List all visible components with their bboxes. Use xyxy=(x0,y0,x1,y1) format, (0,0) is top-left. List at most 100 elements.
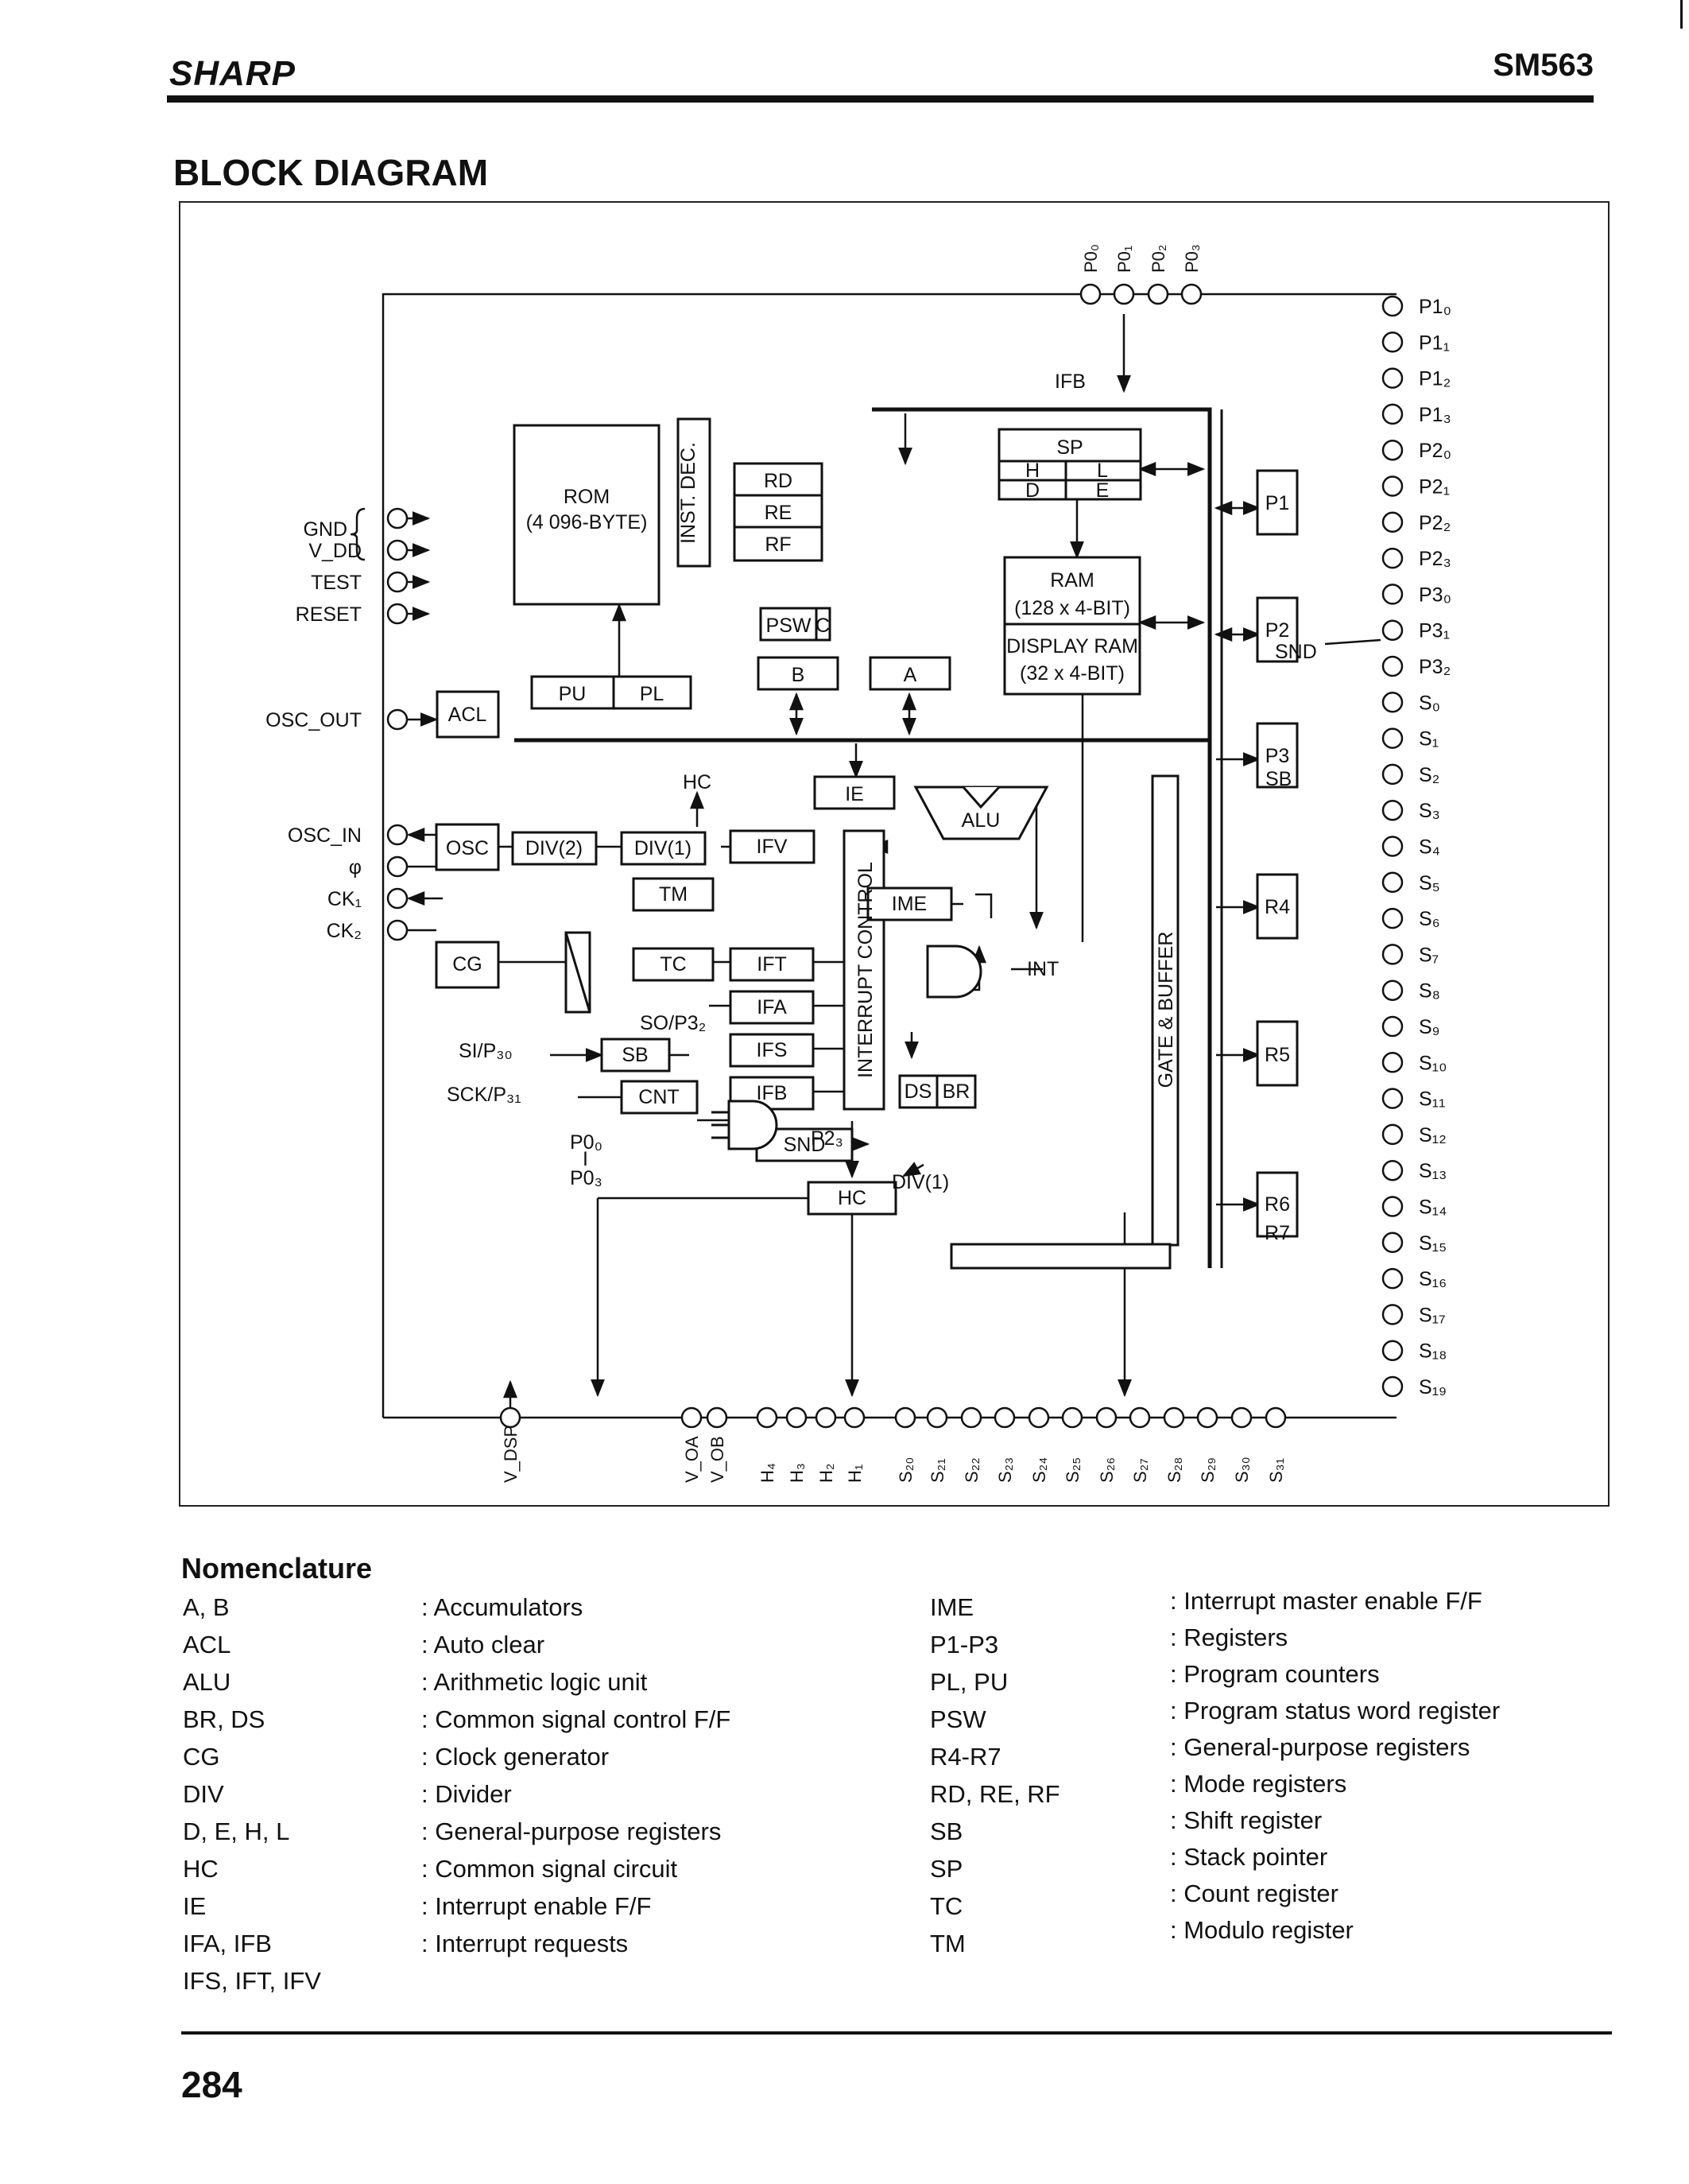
margin-mark xyxy=(1680,0,1683,29)
nomenclature-def: : Common signal control F/F xyxy=(421,1705,731,1733)
nomenclature-term: BR, DS xyxy=(183,1705,265,1733)
bottom-pin-label: V_OB xyxy=(707,1436,727,1483)
bottom-pin-label: S₂₉ xyxy=(1198,1457,1218,1483)
pin-terminal xyxy=(1381,944,1404,965)
h-label: H xyxy=(1025,460,1040,482)
pin-terminal xyxy=(1381,332,1404,353)
p0-range-dash: I xyxy=(583,1148,588,1170)
r7-label: R7 xyxy=(1265,1222,1290,1244)
bottom-pin-label: H₁ xyxy=(845,1464,865,1483)
right-pin-label: P1₀ xyxy=(1419,296,1451,318)
e-label: E xyxy=(1096,479,1110,502)
pin-terminal xyxy=(1381,1123,1404,1146)
div2-label: DIV(2) xyxy=(525,837,583,859)
pin-terminal xyxy=(1180,283,1203,305)
pu-label: PU xyxy=(559,683,587,705)
block-diagram-svg: ROM (4 096-BYTE) INST. DEC. RD RE RF SP … xyxy=(265,244,1451,1483)
pin-terminal xyxy=(1381,1015,1404,1038)
snd-signal-label: SND xyxy=(1275,641,1317,663)
pin-terminal xyxy=(1381,1267,1404,1290)
bottom-pin-label: S₂₆ xyxy=(1097,1457,1117,1483)
pin-terminal xyxy=(785,1406,808,1429)
ift-label: IFT xyxy=(757,953,787,976)
pin-terminal xyxy=(386,507,409,530)
nomenclature-term: P1-P3 xyxy=(930,1631,999,1658)
right-pin-label: S₁₅ xyxy=(1419,1232,1447,1255)
c-label: C xyxy=(815,615,830,637)
nomenclature-term: ACL xyxy=(183,1631,231,1658)
pin-terminal xyxy=(386,919,409,941)
nomenclature-term: ALU xyxy=(183,1668,231,1696)
nomenclature-def: : Divider xyxy=(421,1780,512,1808)
pin-terminal xyxy=(1113,283,1135,305)
nomenclature-def: : Interrupt master enable F/F xyxy=(1170,1587,1482,1615)
pin-terminal xyxy=(1230,1406,1253,1429)
pin-terminal xyxy=(1381,763,1404,786)
ifa-label: IFA xyxy=(757,996,787,1018)
pin-terminal xyxy=(1061,1406,1083,1429)
bottom-pin-label: S₃₀ xyxy=(1232,1457,1252,1483)
bottom-pin-label: S₂₃ xyxy=(995,1457,1015,1483)
gnd-brace xyxy=(350,507,366,561)
nomenclature-def: : Program counters xyxy=(1170,1660,1380,1688)
nomenclature-term: TM xyxy=(930,1930,966,1957)
right-pin-label: S₀ xyxy=(1419,692,1440,714)
cnt-label: CNT xyxy=(638,1086,679,1108)
right-pin-label: S₁₃ xyxy=(1419,1160,1447,1182)
nomenclature-term: RD, RE, RF xyxy=(930,1780,1060,1808)
sb-signal-label: SB xyxy=(1265,768,1292,790)
pin-terminal xyxy=(386,603,409,625)
sb-label: SB xyxy=(622,1044,648,1066)
nomenclature-def: : Registers xyxy=(1170,1623,1288,1651)
display-ram-label: DISPLAY RAM xyxy=(1006,635,1138,658)
nomenclature-def: : Clock generator xyxy=(421,1743,610,1771)
l-label: L xyxy=(1097,460,1108,482)
bottom-pin-label: S₃₁ xyxy=(1266,1458,1286,1483)
hc-label: HC xyxy=(838,1187,866,1209)
right-pin-label: S₃ xyxy=(1419,800,1440,822)
rd-label: RD xyxy=(764,470,792,492)
acl-label: ACL xyxy=(448,704,487,726)
rom-block xyxy=(513,424,660,606)
nomenclature-term: D, E, H, L xyxy=(183,1817,290,1845)
b-label: B xyxy=(792,664,805,686)
nomenclature-def: : Mode registers xyxy=(1170,1770,1347,1798)
bottom-pin-label: H₃ xyxy=(787,1463,807,1483)
pin-terminal xyxy=(1381,692,1404,713)
pin-terminal xyxy=(386,539,409,561)
pin-terminal xyxy=(1147,283,1169,305)
bottom-pin-label: S₂₇ xyxy=(1130,1458,1150,1483)
right-pin-label: P1₁ xyxy=(1419,332,1450,354)
tc-label: TC xyxy=(660,953,686,976)
ifb-label: IFB xyxy=(757,1082,788,1104)
pin-terminal xyxy=(1265,1406,1287,1429)
top-pin-label: P0₀ xyxy=(1081,244,1101,273)
pin-terminal xyxy=(680,1406,703,1429)
hc-signal-label: HC xyxy=(683,771,711,793)
bottom-pin-label: S₂₁ xyxy=(928,1458,947,1483)
right-pin-label: S₁₉ xyxy=(1419,1376,1447,1398)
ime-label: IME xyxy=(892,893,927,915)
bottom-pin-label: S₂₄ xyxy=(1029,1457,1049,1483)
bottom-pin-label: V_OA xyxy=(682,1436,702,1483)
pin-terminal xyxy=(1028,1406,1050,1429)
nomenclature-def: : Common signal circuit xyxy=(421,1855,678,1883)
right-pin-label: S₄ xyxy=(1419,836,1440,859)
right-pin-label: S₁₁ xyxy=(1419,1088,1446,1111)
pin-terminal xyxy=(815,1406,837,1429)
bottom-pin-label: S₂₈ xyxy=(1164,1457,1184,1483)
nomenclature-term: SB xyxy=(930,1817,963,1845)
div1-label: DIV(1) xyxy=(634,837,691,859)
pin-terminal xyxy=(706,1406,728,1429)
right-pin-label: S₉ xyxy=(1419,1016,1440,1038)
nomenclature-def: : Interrupt enable F/F xyxy=(421,1892,652,1920)
pin-terminal xyxy=(1095,1406,1118,1429)
right-pin-label: S₇ xyxy=(1419,944,1439,966)
bottom-pin-label: S₂₅ xyxy=(1063,1457,1083,1483)
r5-label: R5 xyxy=(1265,1044,1290,1066)
pin-terminal xyxy=(756,1406,778,1429)
bottom-pin-label: V_DSP xyxy=(501,1426,521,1483)
pin-terminal xyxy=(1381,367,1404,389)
